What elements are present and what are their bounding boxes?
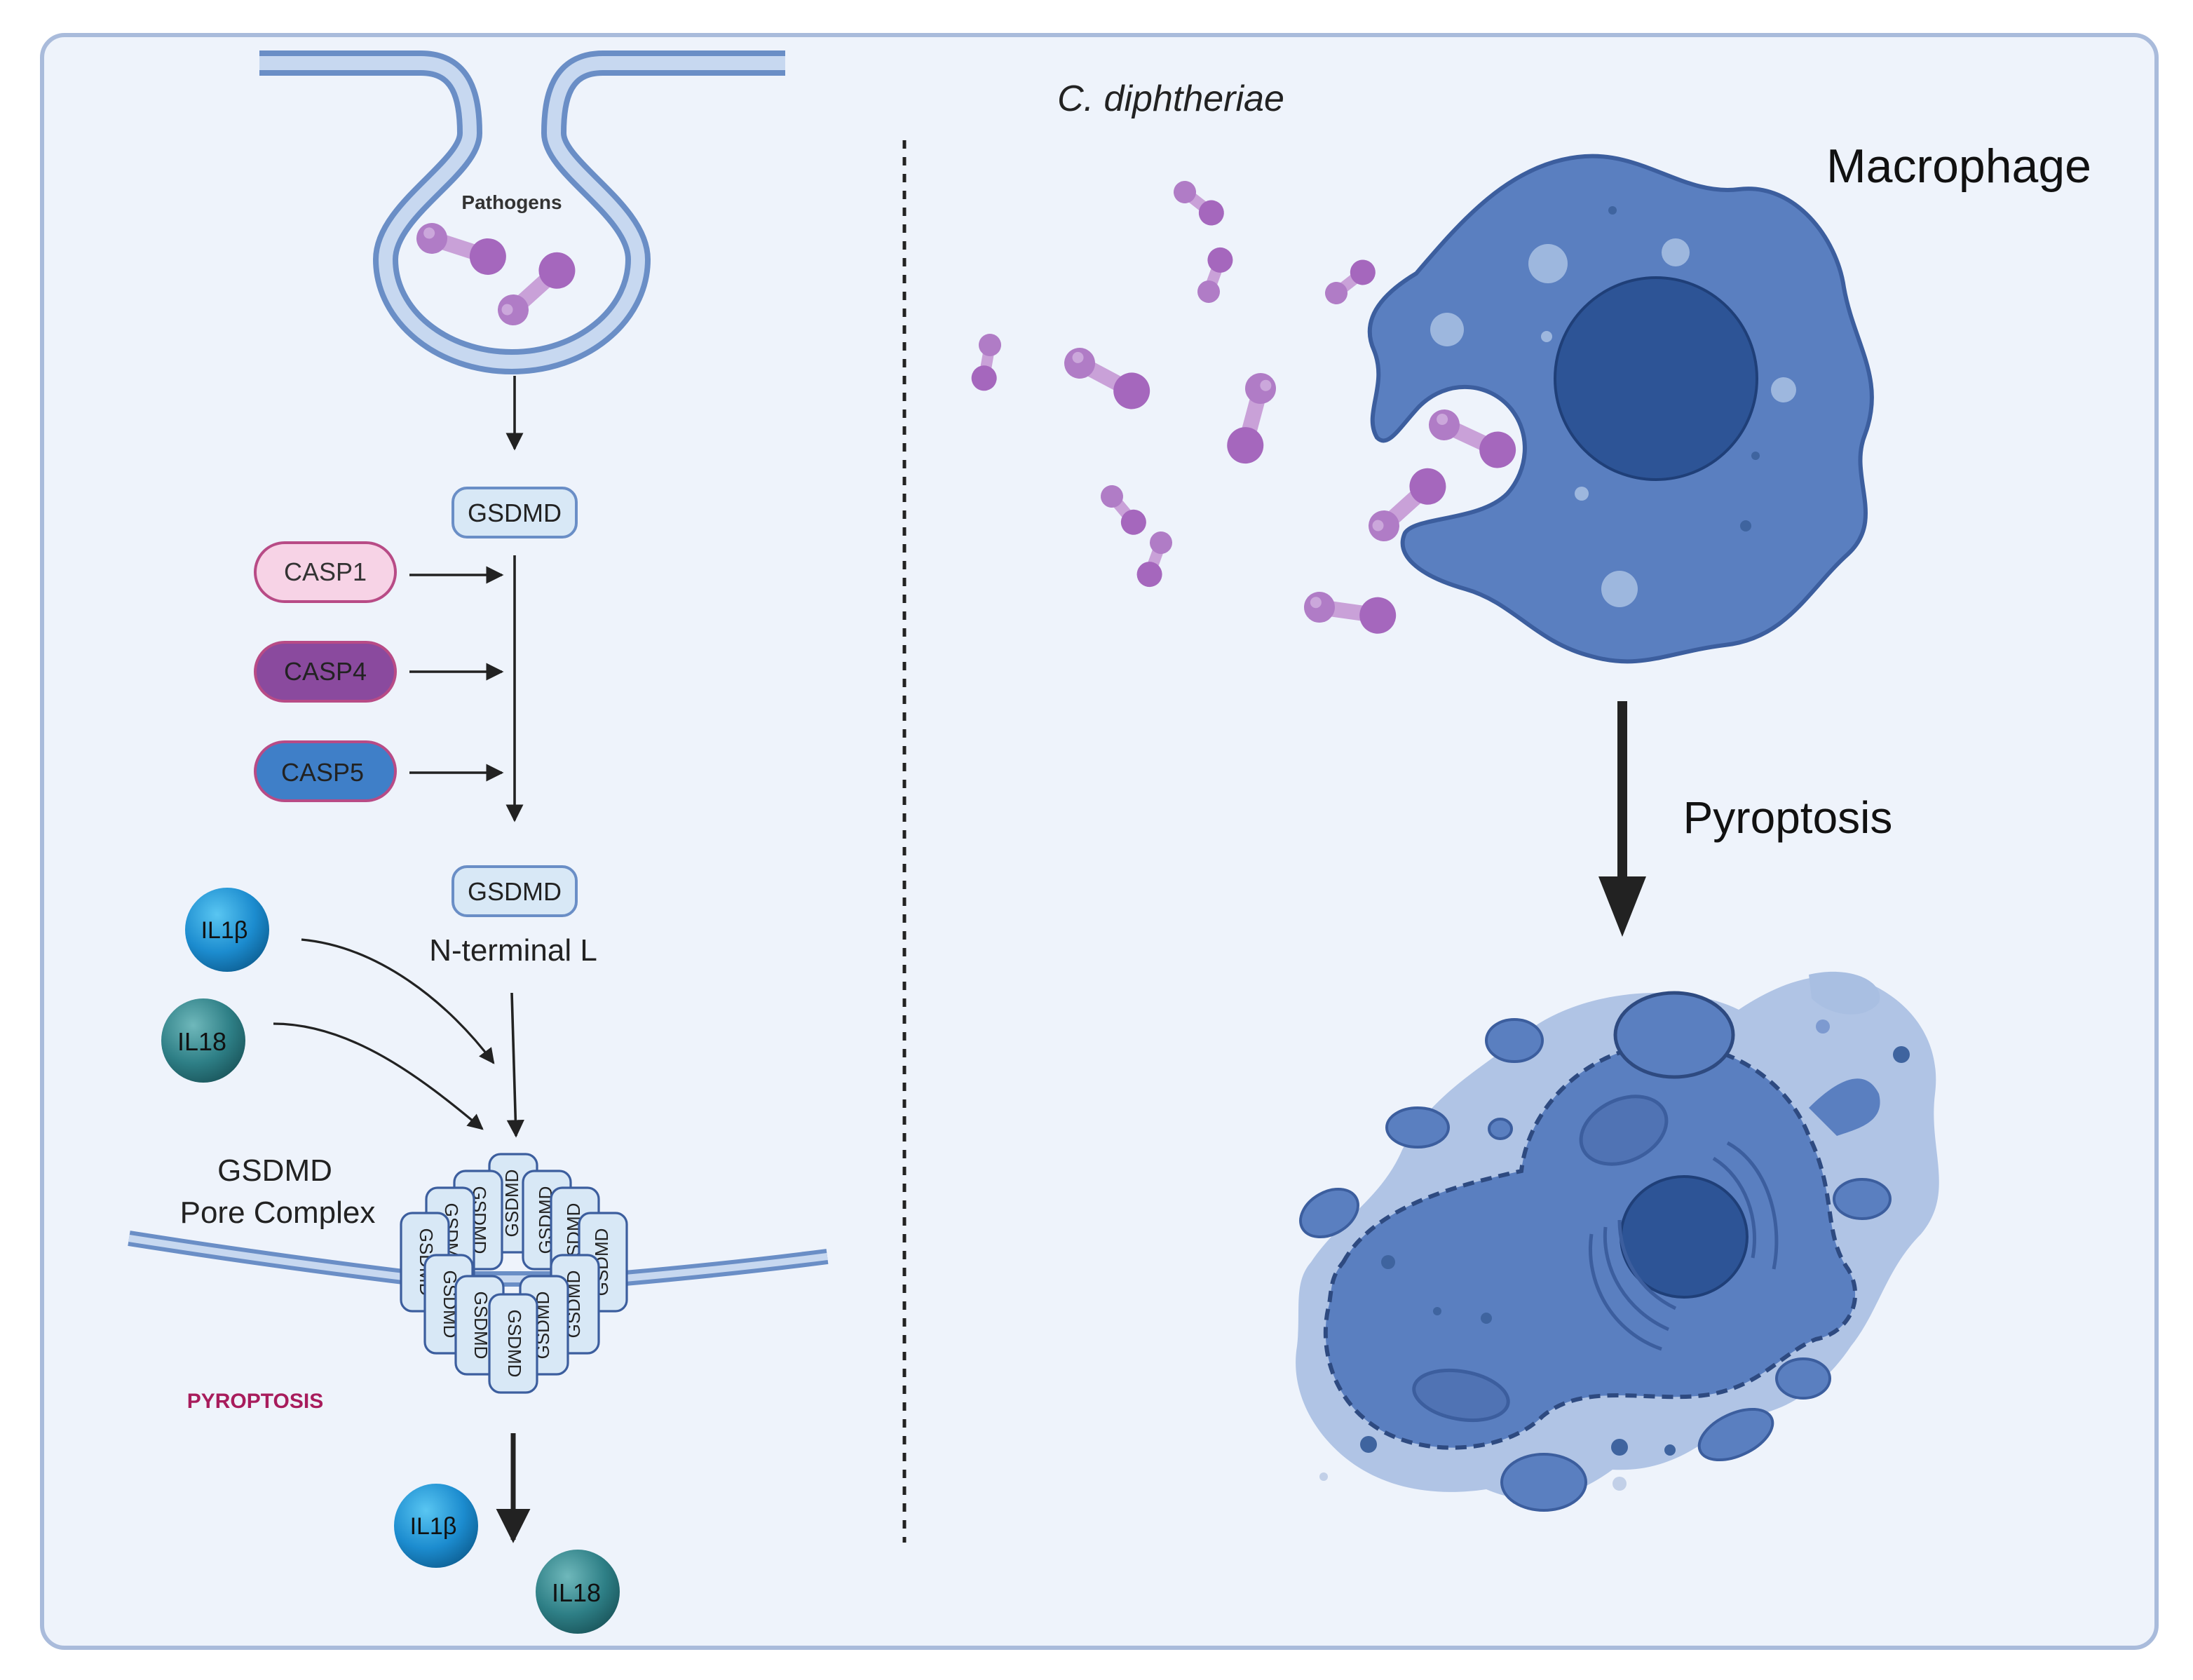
pyroptosis-small-label: PYROPTOSIS [187,1390,324,1413]
casp5-pill [254,740,397,802]
gsdmd-pore-unit-label: GSDMD [501,1170,522,1238]
pyroptotic-cell-icon [1296,971,1939,1512]
pyroptosis-arrowhead [1598,876,1646,937]
il1b-out-label: IL1β [410,1513,457,1540]
casp4-label: CASP4 [284,657,367,686]
pore-title-line1: GSDMD [217,1153,332,1188]
il1b-sphere-icon [185,888,269,972]
pathogens-label: Pathogens [461,191,562,213]
il1b-label: IL1β [201,917,248,944]
arrow-il18-to-pore [273,1022,484,1130]
macrophage-nucleus [1554,276,1758,481]
il18-label: IL18 [177,1027,226,1056]
gsdmd-pore-unit-label: GSDMD [470,1292,491,1360]
il18-out-label: IL18 [552,1578,601,1607]
gsdmd-pore-unit: GSDMD [488,1293,538,1394]
casp5-label: CASP5 [281,758,364,787]
il1b-out-sphere-icon [394,1484,478,1568]
arrow-nterm-to-pore [506,992,524,1138]
casp4-pill [254,641,397,703]
pore-title-line2: Pore Complex [180,1195,376,1230]
gsdmd-mid-label: GSDMD [468,877,562,906]
il18-sphere-icon [161,998,245,1083]
casp1-label: CASP1 [284,557,367,586]
gsdmd-box-top [452,487,578,538]
casp1-pill [254,541,397,603]
macrophage-label: Macrophage [1826,140,2091,193]
n-terminal-label: N-terminal L [429,933,597,968]
gsdmd-pore-unit-label: GSDMD [504,1310,525,1378]
macrophage-cell-icon [1367,154,1874,664]
gsdmd-box-mid [452,865,578,917]
gsdmd-top-label: GSDMD [468,499,562,527]
species-label: C. diphtheriae [1057,79,1284,119]
arrow-il1b-to-pore [301,938,495,1064]
endocytic-vesicle [259,50,785,374]
pyroptosis-label: Pyroptosis [1683,792,1893,843]
bleb-top [1613,991,1735,1079]
il18-out-sphere-icon [536,1550,620,1634]
